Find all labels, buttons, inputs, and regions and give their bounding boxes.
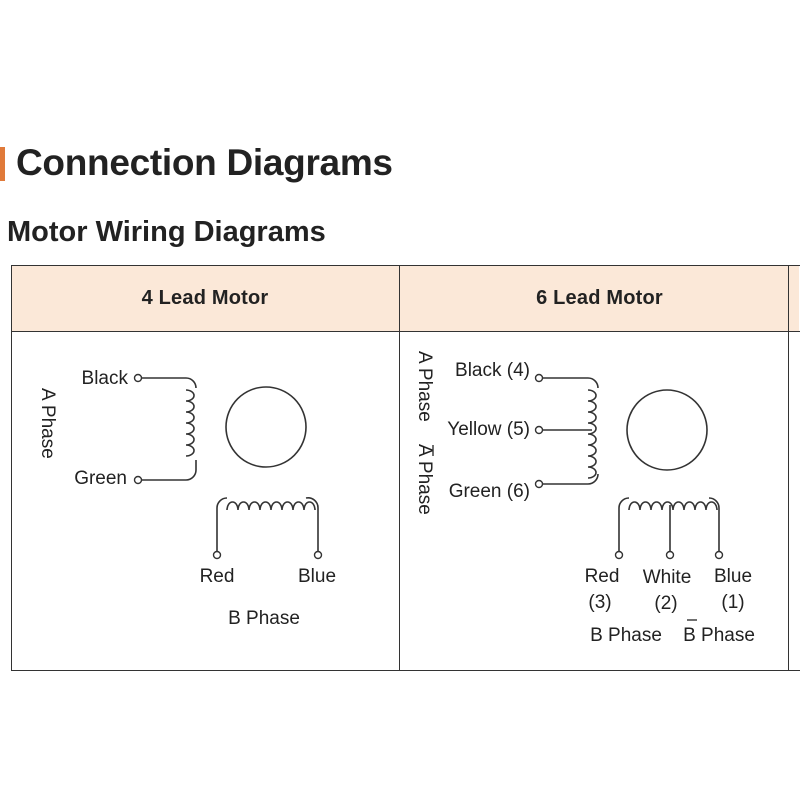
- six-lead-b-coil: [614, 497, 724, 560]
- wire-label-black: Black: [82, 368, 129, 389]
- wiring-table: 4 Lead Motor 6 Lead Motor: [11, 265, 800, 671]
- page-title: Connection Diagrams: [16, 142, 393, 183]
- six-lead-rotor: [626, 389, 708, 471]
- header-6-lead: 6 Lead Motor: [400, 265, 799, 331]
- wire-label-red: Red: [200, 566, 235, 587]
- table-left-rule: [11, 265, 12, 671]
- wire-number-red: (3): [588, 592, 611, 613]
- four-lead-b-coil: [212, 497, 323, 560]
- six-lead-a-coil: [534, 373, 599, 489]
- column-divider-1: [399, 265, 400, 671]
- four-lead-a-coil: [133, 373, 197, 485]
- wire-label-blue: Blue: [714, 566, 752, 587]
- wire-number-white: (2): [654, 593, 677, 614]
- header-4-lead: 4 Lead Motor: [11, 265, 399, 331]
- title-accent-bar: [0, 147, 5, 181]
- phase-label-b: B Phase: [228, 608, 300, 629]
- phase-label-a: A Phase: [414, 351, 435, 422]
- phase-label-a-bar: A Phase: [414, 444, 435, 515]
- column-divider-2: [788, 265, 789, 671]
- wire-label-blue: Blue: [298, 566, 336, 587]
- phase-label-a: A Phase: [37, 388, 58, 459]
- section-title: Motor Wiring Diagrams: [7, 216, 326, 248]
- wire-label-green: Green: [74, 468, 127, 489]
- header-bottom-rule: [11, 331, 800, 332]
- table-top-rule: [11, 265, 800, 266]
- wire-label-green-6: Green (6): [449, 481, 530, 502]
- wire-label-white: White: [643, 567, 692, 588]
- six-lead-diagram: Black (4) Yellow (5) Green (6) Red (3) W…: [414, 351, 755, 646]
- phase-label-b: B Phase: [590, 625, 662, 646]
- phase-label-b-bar: B Phase: [683, 625, 755, 646]
- wire-label-yellow-5: Yellow (5): [447, 419, 530, 440]
- table-bottom-rule: [11, 670, 800, 671]
- wire-number-blue: (1): [721, 592, 744, 613]
- four-lead-rotor: [225, 386, 307, 468]
- wire-label-red: Red: [585, 566, 620, 587]
- four-lead-diagram: Black Green Red Blue B Phase A Phase: [37, 368, 336, 629]
- wire-label-black-4: Black (4): [455, 360, 530, 381]
